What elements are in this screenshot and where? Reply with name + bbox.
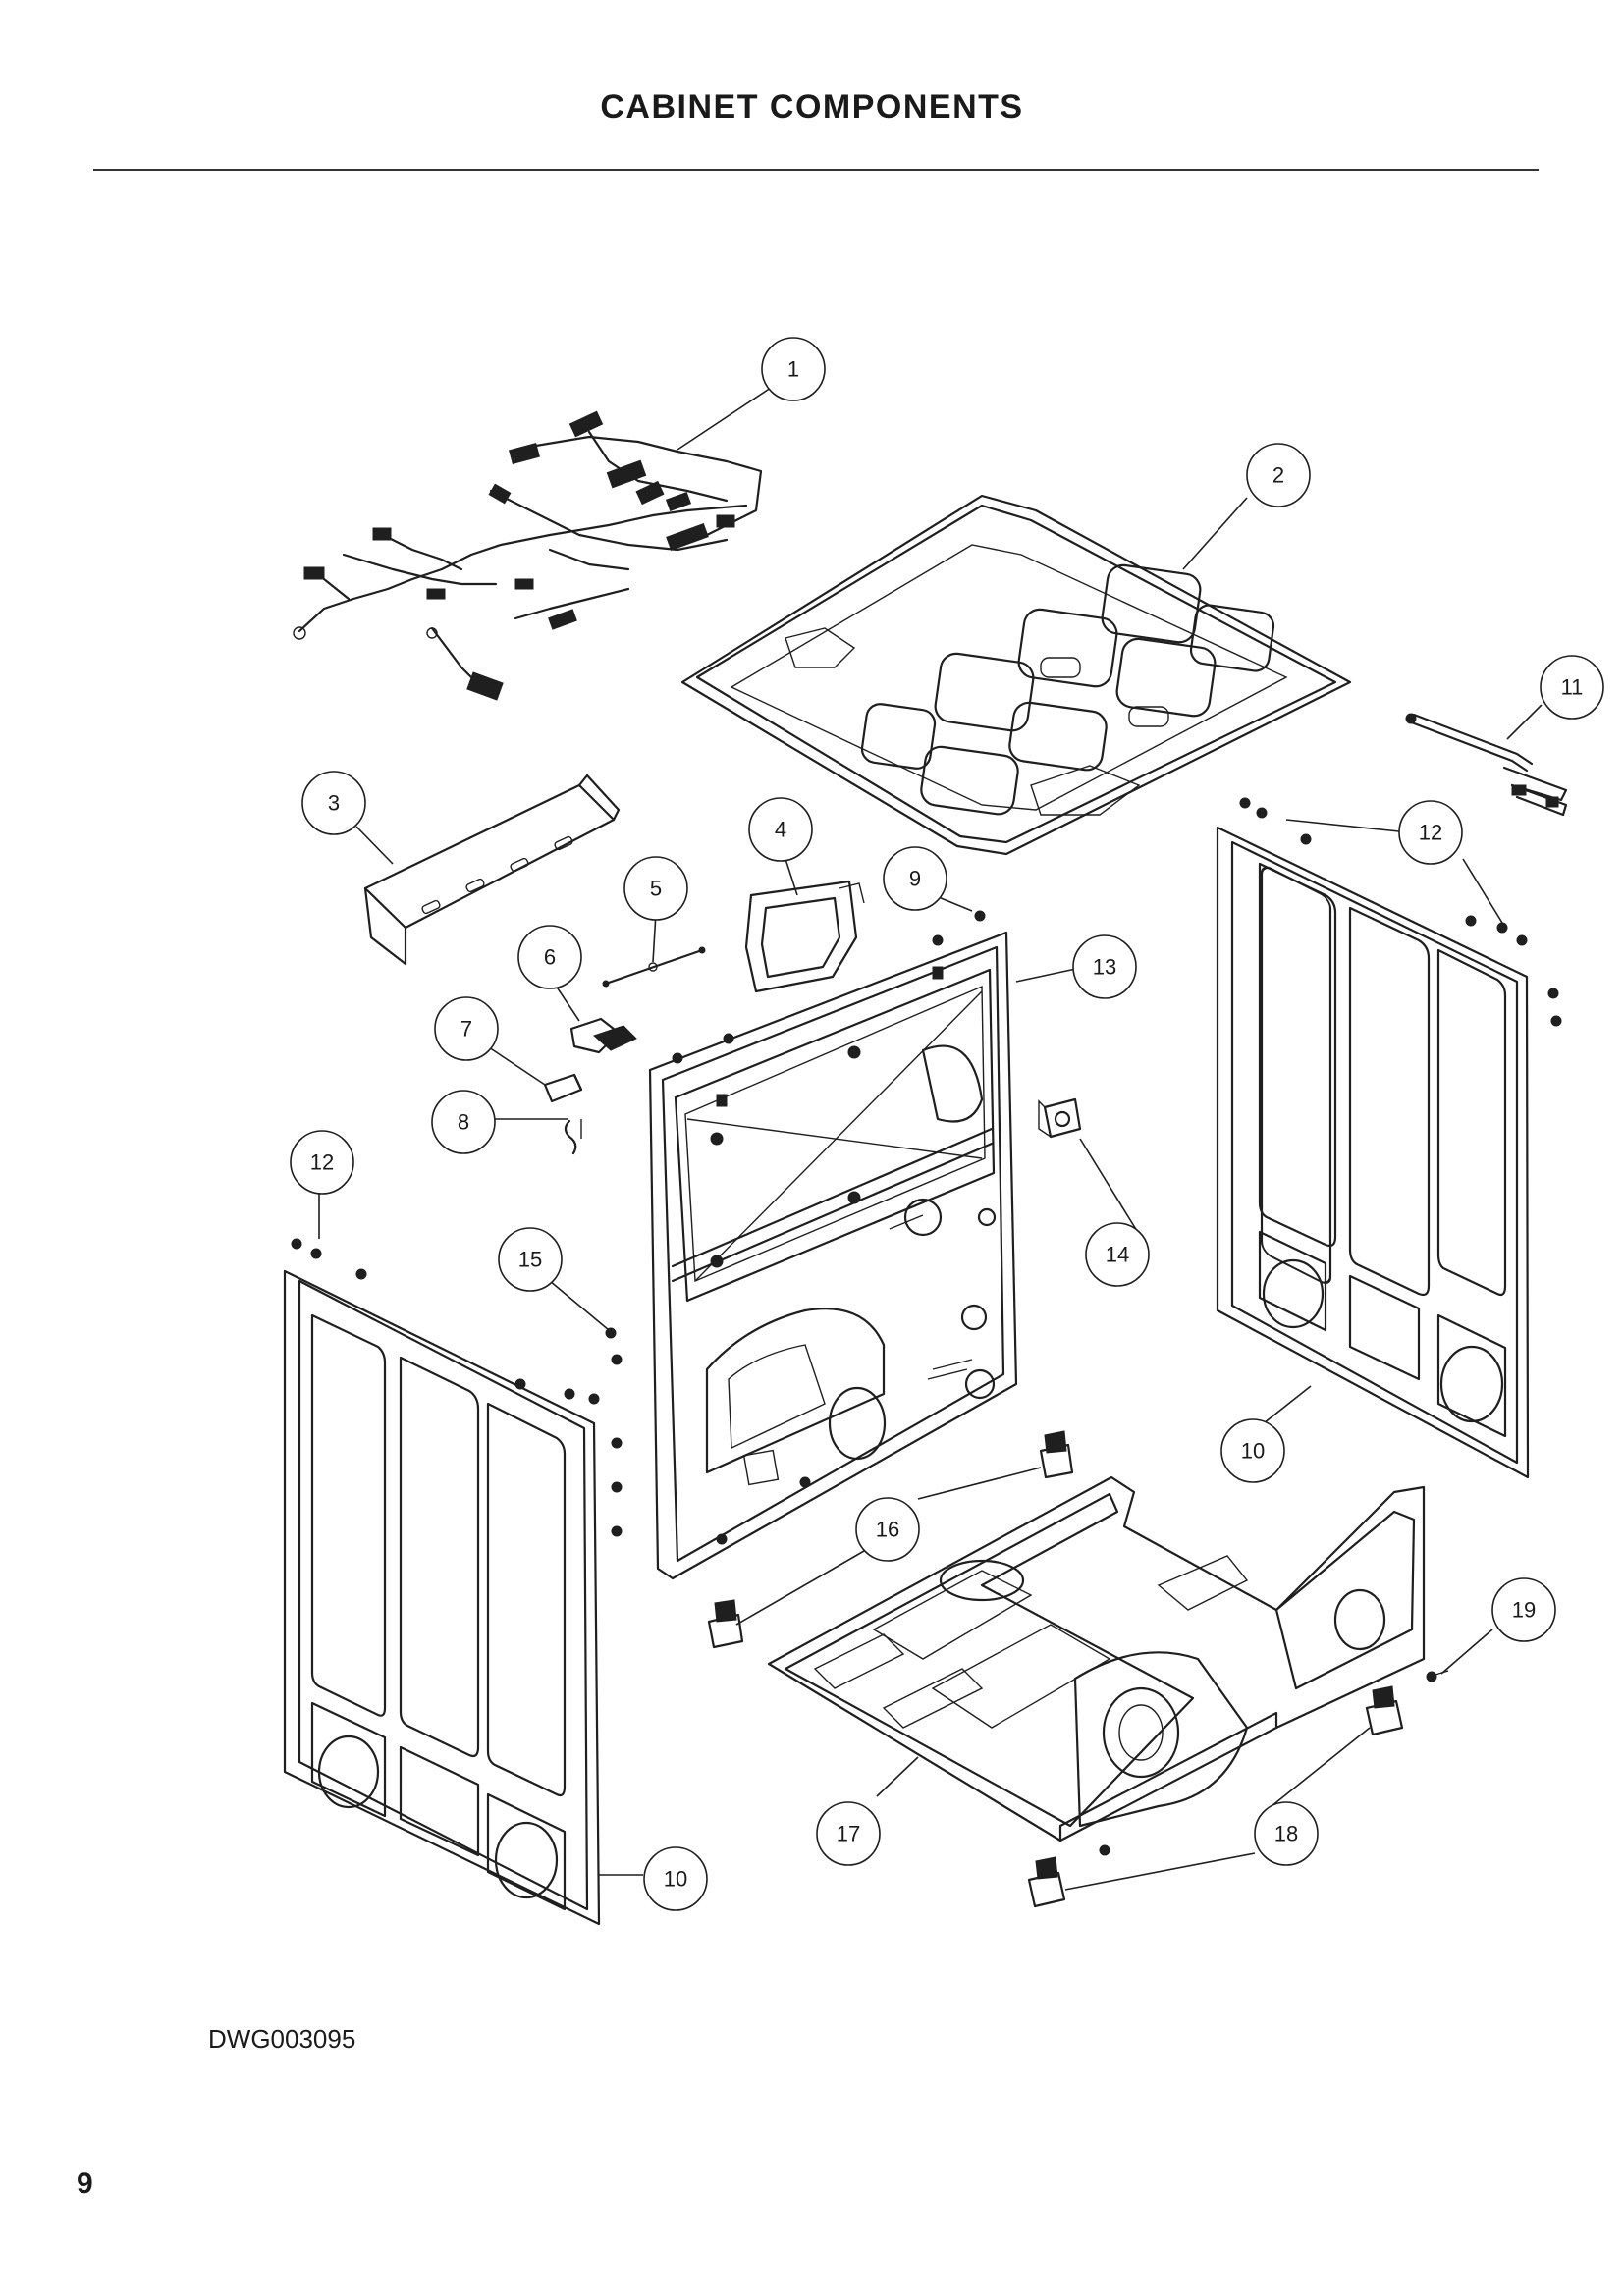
part-fuse (543, 1073, 583, 1103)
callout-label: 7 (460, 1017, 472, 1041)
part-clip (569, 1017, 637, 1054)
page-title: CABINET COMPONENTS (600, 88, 1024, 126)
callout-12-right: 12 (1398, 800, 1463, 865)
part-screw-19 (1426, 1670, 1449, 1682)
part-screws-15 (514, 1327, 623, 1537)
part-small-bracket (1038, 1097, 1082, 1139)
callout-13: 13 (1072, 934, 1137, 999)
callout-17: 17 (816, 1801, 881, 1866)
callout-10-left: 10 (643, 1846, 708, 1911)
callout-7: 7 (434, 996, 499, 1061)
leader-lines (318, 387, 1543, 1891)
part-gasket-frame (744, 880, 865, 993)
callout-15: 15 (498, 1227, 563, 1292)
callout-19: 19 (1491, 1577, 1556, 1642)
callout-12-left: 12 (290, 1130, 354, 1195)
callout-label: 11 (1561, 675, 1584, 700)
page-number: 9 (77, 2167, 93, 2200)
callout-label: 1 (787, 357, 799, 382)
callout-8: 8 (431, 1090, 496, 1154)
callout-10-right: 10 (1220, 1418, 1285, 1483)
callout-4: 4 (748, 797, 813, 862)
part-spring (564, 1119, 582, 1155)
callout-5: 5 (623, 856, 688, 921)
callout-label: 17 (837, 1822, 860, 1846)
part-rear-frame (648, 931, 1018, 1580)
callout-label: 14 (1106, 1243, 1129, 1267)
callout-11: 11 (1540, 655, 1604, 720)
part-wiring-harness (293, 410, 763, 701)
callout-label: 4 (775, 818, 786, 842)
callout-18: 18 (1254, 1801, 1319, 1866)
part-control-bracket (363, 774, 621, 966)
callout-16: 16 (855, 1497, 920, 1562)
callout-label: 9 (909, 867, 921, 891)
callout-1: 1 (761, 337, 826, 401)
callout-label: 13 (1093, 955, 1116, 980)
part-side-panel-right (1216, 826, 1530, 1479)
callout-2: 2 (1246, 443, 1311, 507)
part-screws-12-right (1239, 797, 1562, 1027)
callout-label: 3 (328, 791, 340, 816)
callout-14: 14 (1085, 1222, 1150, 1287)
callout-label: 10 (664, 1867, 687, 1892)
part-rod (602, 946, 706, 988)
callout-label: 12 (1419, 821, 1442, 845)
callout-label: 6 (544, 945, 556, 970)
part-foot-18 (1027, 1685, 1404, 1908)
callout-label: 15 (518, 1248, 542, 1272)
part-top-panel (680, 494, 1352, 856)
callout-3: 3 (301, 771, 366, 835)
callout-6: 6 (517, 925, 582, 989)
part-foot-16 (707, 1430, 1074, 1649)
callout-label: 12 (310, 1150, 334, 1175)
callout-label: 5 (650, 877, 662, 901)
callout-label: 10 (1241, 1439, 1265, 1464)
callout-label: 2 (1272, 463, 1284, 488)
part-screws-9 (672, 910, 986, 1064)
callout-label: 18 (1274, 1822, 1298, 1846)
callout-label: 19 (1512, 1598, 1536, 1623)
part-base (767, 1475, 1426, 1842)
drawing-code: DWG003095 (208, 2024, 356, 2054)
part-heater-element (1405, 713, 1568, 817)
callout-label: 16 (876, 1518, 899, 1542)
part-side-panel-left (283, 1269, 601, 1926)
callout-9: 9 (883, 846, 947, 911)
title-divider (93, 169, 1539, 171)
callout-label: 8 (458, 1110, 469, 1135)
part-screws-12-left (291, 1238, 367, 1280)
